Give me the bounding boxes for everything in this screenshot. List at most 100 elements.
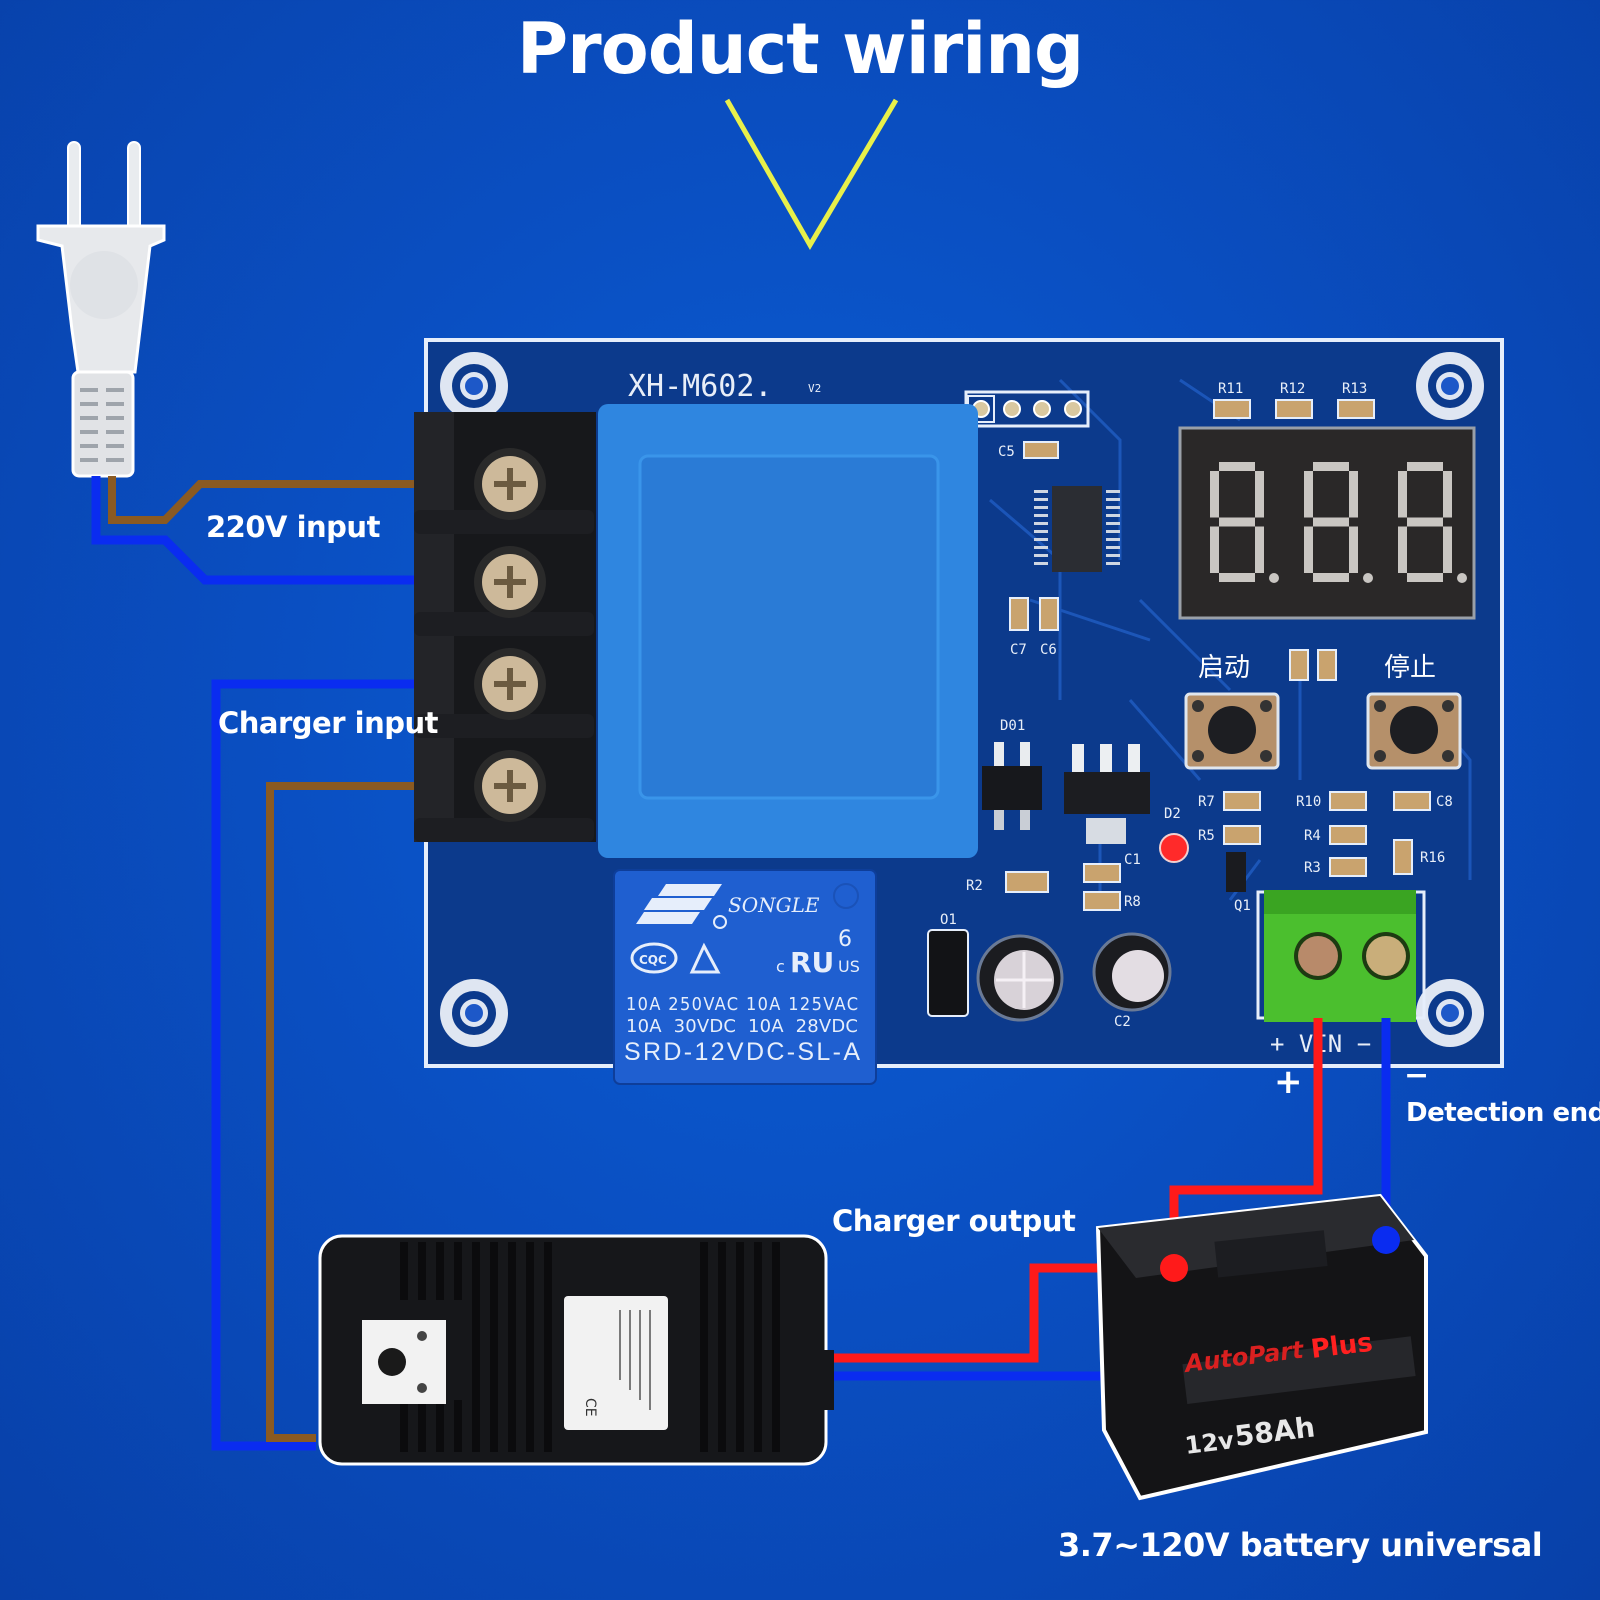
label-c8: C8 bbox=[1436, 794, 1453, 810]
seven-segment-display bbox=[1178, 426, 1476, 620]
label-d2: D2 bbox=[1164, 806, 1181, 822]
down-arrow-icon bbox=[724, 98, 899, 250]
optocoupler bbox=[927, 929, 969, 1017]
vin-terminal-block[interactable] bbox=[1256, 890, 1426, 1022]
display-segment bbox=[1219, 517, 1255, 527]
wire-neutral bbox=[91, 476, 472, 585]
capacitor-c6 bbox=[1039, 597, 1059, 631]
voltage-regulator bbox=[1064, 744, 1150, 844]
label-r5: R5 bbox=[1198, 828, 1215, 844]
label-c5: C5 bbox=[998, 444, 1015, 460]
display-segment bbox=[1210, 471, 1219, 518]
display-segment bbox=[1219, 573, 1255, 582]
wire-charger-in-blue bbox=[211, 679, 472, 1451]
pin-header bbox=[964, 390, 1090, 428]
battery-charger bbox=[318, 1234, 834, 1466]
battery-positive-terminal bbox=[1160, 1254, 1188, 1282]
label-o1: O1 bbox=[940, 912, 957, 928]
page-title: Product wiring bbox=[516, 8, 1084, 90]
stop-button[interactable] bbox=[1366, 692, 1462, 770]
relay-rating-2: 10A 30VDC 10A 28VDC bbox=[626, 1016, 858, 1037]
display-segment bbox=[1313, 517, 1349, 527]
resistor-r16 bbox=[1393, 839, 1413, 875]
display-segment bbox=[1313, 462, 1349, 471]
label-r13: R13 bbox=[1342, 381, 1367, 397]
label-battery-range: 3.7~120V battery universal bbox=[1058, 1526, 1543, 1564]
resistor-r3 bbox=[1329, 857, 1367, 877]
relay-cert: CQC bbox=[639, 953, 667, 967]
label-r4: R4 bbox=[1304, 828, 1321, 844]
resistor-r8 bbox=[1083, 891, 1121, 911]
bridge-rectifier bbox=[982, 742, 1042, 830]
label-d01: D01 bbox=[1000, 718, 1025, 734]
resistor-r5 bbox=[1223, 825, 1261, 845]
display-segment bbox=[1407, 573, 1443, 582]
label-c6: C6 bbox=[1040, 642, 1057, 658]
start-button-label: 启动 bbox=[1198, 653, 1250, 683]
relay-ul-number: 6 bbox=[838, 927, 852, 952]
display-segment bbox=[1443, 471, 1452, 518]
relay-ul-prefix: c bbox=[776, 957, 785, 976]
label-charger-output: Charger output bbox=[832, 1204, 1076, 1238]
board-model: XH-M602. bbox=[628, 369, 773, 404]
battery-series: Plus bbox=[1309, 1328, 1374, 1365]
ac-terminal-block[interactable] bbox=[414, 412, 596, 842]
display-segment bbox=[1398, 526, 1407, 573]
display-segment bbox=[1210, 526, 1219, 573]
ul-mark-icon: RU bbox=[790, 946, 834, 979]
capacitor-c8 bbox=[1393, 791, 1431, 811]
ic-chip bbox=[1034, 486, 1120, 572]
charger-ce-mark: CE bbox=[582, 1398, 598, 1417]
resistor-led-1 bbox=[1289, 649, 1309, 681]
display-segment bbox=[1349, 526, 1358, 573]
plus-sign: + bbox=[1274, 1062, 1303, 1102]
label-r10: R10 bbox=[1296, 794, 1321, 810]
display-decimal-point bbox=[1269, 573, 1279, 583]
mounting-hole bbox=[440, 352, 1484, 1047]
resistor-r7 bbox=[1223, 791, 1261, 811]
resistor-r13 bbox=[1337, 399, 1375, 419]
relay-rating-1: 10A 250VAC 10A 125VAC bbox=[626, 994, 858, 1015]
capacitor-c1 bbox=[1083, 863, 1121, 883]
resistor-r10 bbox=[1329, 791, 1367, 811]
label-r7: R7 bbox=[1198, 794, 1215, 810]
resistor-r2 bbox=[1005, 871, 1049, 893]
label-c7: C7 bbox=[1010, 642, 1027, 658]
label-r2: R2 bbox=[966, 878, 983, 894]
label-c1: C1 bbox=[1124, 852, 1141, 868]
wire-live bbox=[108, 476, 470, 524]
label-q1: Q1 bbox=[1234, 898, 1251, 914]
board-version: V2 bbox=[808, 382, 821, 395]
relay-brand: SONGLE bbox=[728, 893, 820, 917]
label-r8: R8 bbox=[1124, 894, 1141, 910]
start-button[interactable] bbox=[1184, 692, 1280, 770]
display-decimal-point bbox=[1457, 573, 1467, 583]
display-segment bbox=[1304, 526, 1313, 573]
resistor-r4 bbox=[1329, 825, 1367, 845]
label-charger-input: Charger input bbox=[218, 706, 438, 740]
display-segment bbox=[1255, 526, 1264, 573]
wire-charger-in-brown bbox=[266, 782, 472, 1442]
transformer bbox=[598, 404, 978, 858]
label-detection-end: Detection end bbox=[1406, 1098, 1600, 1128]
battery-negative-terminal bbox=[1372, 1226, 1400, 1254]
battery-voltage: 12v bbox=[1183, 1426, 1235, 1460]
display-segment bbox=[1407, 517, 1443, 527]
resistor-r12 bbox=[1275, 399, 1313, 419]
relay-model: SRD-12VDC-SL-A bbox=[624, 1038, 860, 1066]
minus-sign: − bbox=[1404, 1058, 1429, 1093]
pcb-board: XH-M602. V2 bbox=[414, 338, 1504, 1085]
display-decimal-point bbox=[1363, 573, 1373, 583]
display-segment bbox=[1313, 573, 1349, 582]
display-segment bbox=[1219, 462, 1255, 471]
label-r11: R11 bbox=[1218, 381, 1243, 397]
stop-button-label: 停止 bbox=[1384, 653, 1436, 683]
transistor-q1 bbox=[1226, 852, 1246, 892]
label-r16: R16 bbox=[1420, 850, 1445, 866]
capacitor-c3 bbox=[976, 934, 1064, 1022]
display-segment bbox=[1304, 471, 1313, 518]
label-r3: R3 bbox=[1304, 860, 1321, 876]
label-c2: C2 bbox=[1114, 1014, 1131, 1030]
resistor-led-2 bbox=[1317, 649, 1337, 681]
display-segment bbox=[1255, 471, 1264, 518]
